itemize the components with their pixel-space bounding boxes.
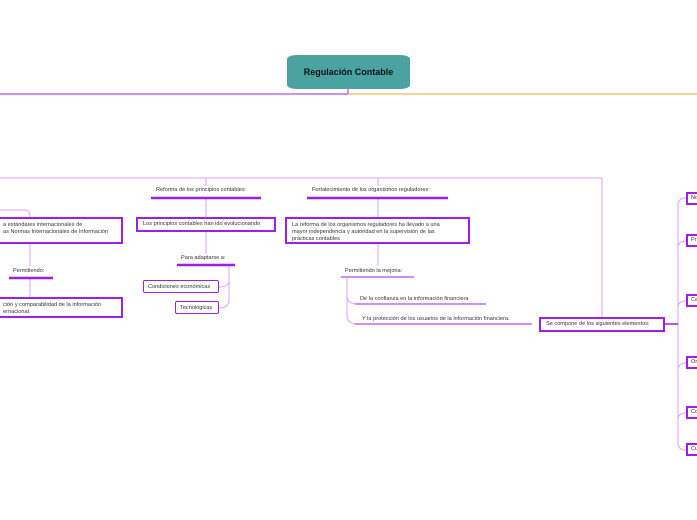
node-text: Condiciones económicas [148, 284, 211, 290]
left-label-permitiendo[interactable]: Permitiendo: [13, 268, 45, 274]
item-proteccion[interactable]: Y la protección de los usuarios de la in… [362, 316, 510, 322]
element-node-4[interactable]: Or [686, 356, 697, 369]
label-para-adaptarse[interactable]: Para adaptarse a: [181, 255, 226, 261]
node-text: Co [691, 409, 697, 415]
element-node-6[interactable]: Cu [686, 443, 697, 456]
node-text: No [691, 195, 697, 201]
node-text: prácticas contables [292, 236, 340, 242]
left-node-comparability[interactable]: ción y comparabilidad de la información … [0, 297, 123, 318]
node-text: Tecnológicas [180, 305, 213, 311]
label-fortalecimiento[interactable]: Fortalecimiento de los organismos regula… [312, 187, 430, 193]
item-confianza[interactable]: De la confianza en la información financ… [360, 296, 469, 302]
node-text: as Normas Internacionales de Información [3, 229, 109, 235]
node-reforma-organismos[interactable]: La reforma de los organismos reguladores… [285, 217, 470, 244]
central-topic[interactable]: Regulación Contable [287, 55, 410, 89]
node-elementos[interactable]: Se compone de los siguientes elementos: [539, 317, 665, 332]
node-text: Pr [691, 237, 697, 243]
node-text: Se compone de los siguientes elementos: [546, 321, 650, 327]
node-text: ernacional. [3, 309, 31, 315]
node-text: Ca [691, 297, 697, 303]
node-tecnologicas[interactable]: Tecnológicas [175, 301, 219, 314]
node-text: Cu [691, 446, 697, 452]
element-node-1[interactable]: No [686, 192, 697, 205]
node-principios[interactable]: Los principios contables han ido evoluci… [136, 217, 276, 232]
node-text: Or [691, 359, 697, 365]
label-reforma-principios[interactable]: Reforma de los principios contables: [156, 187, 247, 193]
node-text: mayor independencia y autoridad en la su… [292, 229, 435, 235]
node-text: La reforma de los organismos reguladores… [292, 222, 440, 228]
node-condiciones[interactable]: Condiciones económicas [143, 280, 219, 293]
central-topic-label: Regulación Contable [303, 67, 394, 77]
node-text: ción y comparabilidad de la información [3, 302, 102, 308]
label-permitiendo-mejoria[interactable]: Permitiendo la mejoria: [345, 268, 403, 274]
element-node-3[interactable]: Ca [686, 294, 697, 307]
element-node-2[interactable]: Pr [686, 234, 697, 247]
element-node-5[interactable]: Co [686, 406, 697, 419]
node-text: Los principios contables han ido evoluci… [143, 221, 261, 227]
node-text: a estándares internacionales de [3, 222, 83, 228]
left-node-standards[interactable]: a estándares internacionales de as Norma… [0, 217, 123, 244]
